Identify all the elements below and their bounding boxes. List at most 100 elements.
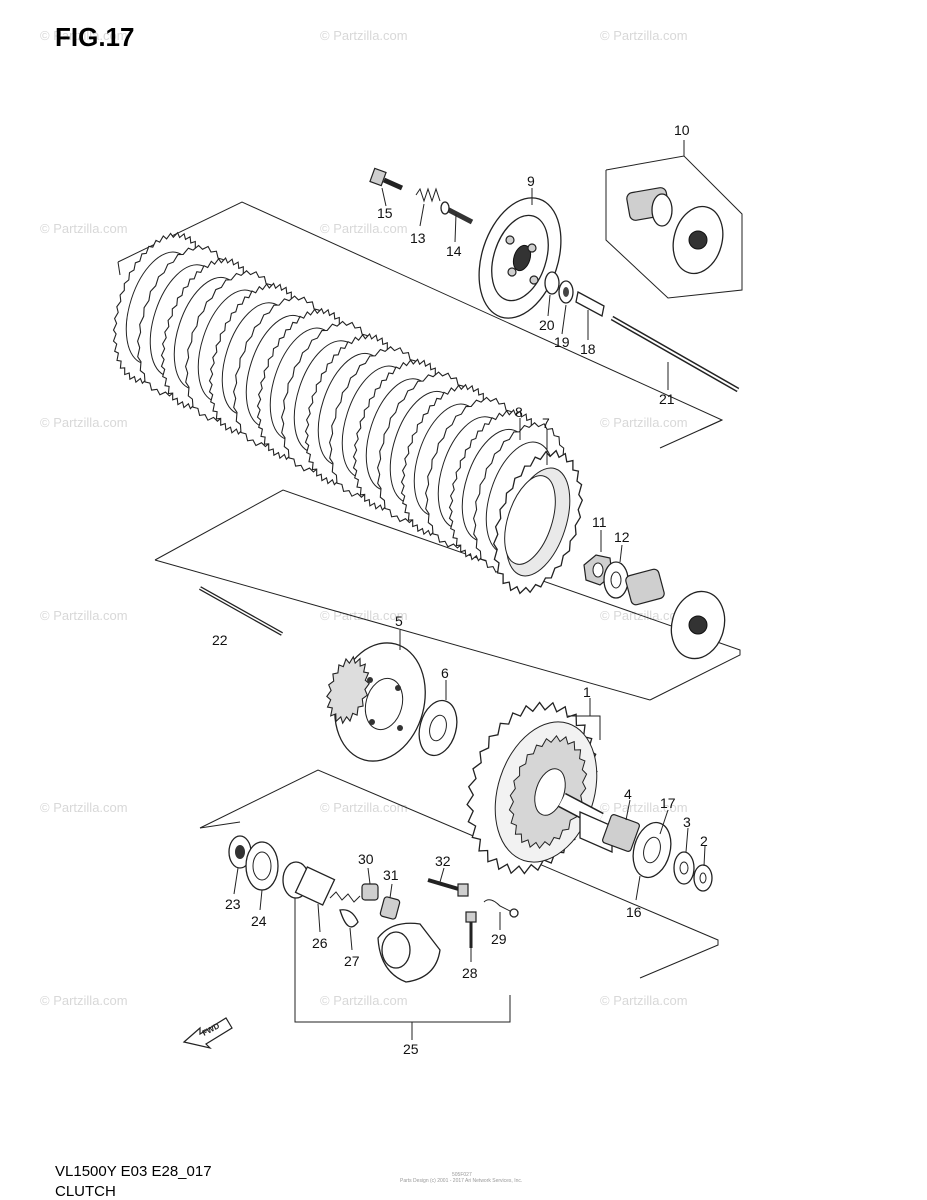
leader-16 <box>635 875 641 901</box>
callout-11: 11 <box>592 514 607 530</box>
callout-5: 5 <box>395 613 403 629</box>
leader-14 <box>454 213 457 243</box>
callout-labels: 1 2 3 4 5 6 7 8 9 10 11 12 13 14 15 16 1… <box>212 122 708 1057</box>
watermark: © Partzilla.com <box>320 993 408 1008</box>
watermark: © Partzilla.com <box>600 28 688 43</box>
hose-29-fitting <box>509 908 519 918</box>
watermark: © Partzilla.com <box>40 415 128 430</box>
push-rod-21 <box>610 315 740 393</box>
callout-31: 31 <box>383 867 399 883</box>
leader-3 <box>685 827 689 853</box>
lower-group-frame-tick <box>199 821 241 829</box>
bolt-shank-15 <box>382 177 404 191</box>
leader-1-bracket <box>568 715 601 740</box>
leader-24 <box>259 889 263 911</box>
plate-group-frame-left <box>117 261 121 276</box>
gear-5-teeth <box>326 655 370 725</box>
callout-29: 29 <box>491 931 507 947</box>
callout-24: 24 <box>251 913 267 929</box>
washer-6 <box>418 699 458 757</box>
housing-boss <box>534 768 566 816</box>
bushing-31 <box>379 896 401 920</box>
primary-driven-gear-5 <box>326 642 426 762</box>
bracket-25 <box>294 890 511 1023</box>
leader-27 <box>349 927 353 951</box>
gear-5-bore <box>364 677 404 731</box>
callout-17: 17 <box>660 795 676 811</box>
leader-26 <box>317 903 321 933</box>
ring-24-bore <box>252 851 272 881</box>
bleeder-28-cap <box>465 911 477 923</box>
release-cover-hub <box>688 615 708 635</box>
sleeve-hub-bore <box>504 475 556 565</box>
leader-31 <box>389 883 393 899</box>
callout-16: 16 <box>626 904 642 920</box>
nut-washer-11-12 <box>583 554 629 599</box>
callout-1: 1 <box>583 684 591 700</box>
push-rod-21-highlight <box>611 317 739 391</box>
spacer-bearing-set <box>579 811 713 892</box>
rod-22-highlight <box>199 587 283 635</box>
watermark: © Partzilla.com <box>600 993 688 1008</box>
gear-16-bore <box>643 836 661 864</box>
washer-20 <box>544 271 560 295</box>
clutch-housing-1 <box>466 701 604 875</box>
callout-14: 14 <box>446 243 462 259</box>
callout-21: 21 <box>659 391 675 407</box>
boot-27 <box>339 909 359 928</box>
watermark: © Partzilla.com <box>40 800 128 815</box>
watermark: © Partzilla.com <box>320 608 408 623</box>
callout-22: 22 <box>212 632 228 648</box>
washer-6-bore <box>429 714 447 742</box>
fine-print-code: 505F027 <box>452 1172 472 1178</box>
forward-arrow-icon <box>182 1017 233 1050</box>
washer-2-bore <box>699 872 707 884</box>
pressure-plate-boss <box>527 243 537 253</box>
release-cylinder-bore <box>381 931 411 969</box>
lower-group-frame <box>199 769 719 979</box>
section-name: CLUTCH <box>55 1183 116 1200</box>
callout-15: 15 <box>377 205 393 221</box>
watermark: © Partzilla.com <box>320 221 408 236</box>
leader-13 <box>419 203 425 227</box>
callout-32: 32 <box>435 853 451 869</box>
watermark: © Partzilla.com <box>40 993 128 1008</box>
bolt-32-head <box>457 883 469 897</box>
spring-26 <box>329 891 361 903</box>
leader-32 <box>439 867 445 883</box>
leader-19 <box>561 304 567 335</box>
pin-14-head <box>440 201 450 215</box>
fine-print-copyright: Parts Design (c) 2001 - 2017 Ari Network… <box>400 1178 522 1184</box>
watermark: © Partzilla.com <box>320 800 408 815</box>
watermark: © Partzilla.com <box>40 28 128 43</box>
clutch-plate-stack <box>112 231 567 574</box>
seal-23-bore <box>235 845 245 859</box>
hose-29 <box>483 899 513 913</box>
leader-30 <box>367 867 371 885</box>
callout-30: 30 <box>358 851 374 867</box>
watermark: © Partzilla.com <box>600 415 688 430</box>
release-piece-18 <box>575 291 605 317</box>
gear-5-rivet <box>367 677 373 683</box>
bolt-head-15 <box>369 167 387 187</box>
model-code: VL1500Y E03 E28_017 <box>55 1163 212 1180</box>
pressure-plate-boss <box>529 275 539 285</box>
leader-23 <box>233 867 239 895</box>
leader-12 <box>619 544 623 563</box>
pin-14 <box>443 205 474 225</box>
watermark: © Partzilla.com <box>600 800 688 815</box>
watermark: © Partzilla.com <box>40 608 128 623</box>
plate-group-frame-right <box>659 419 723 449</box>
pressure-plate-hub <box>512 244 532 272</box>
callout-3: 3 <box>683 814 691 830</box>
callout-26: 26 <box>312 935 328 951</box>
callout-27: 27 <box>344 953 360 969</box>
washer-3-bore <box>679 861 689 875</box>
callout-10: 10 <box>674 122 690 138</box>
callout-25: 25 <box>403 1041 419 1057</box>
fwd-arrow: FWD <box>182 1017 233 1050</box>
callout-6: 6 <box>441 665 449 681</box>
rod-22 <box>199 586 283 636</box>
callout-2: 2 <box>700 833 708 849</box>
